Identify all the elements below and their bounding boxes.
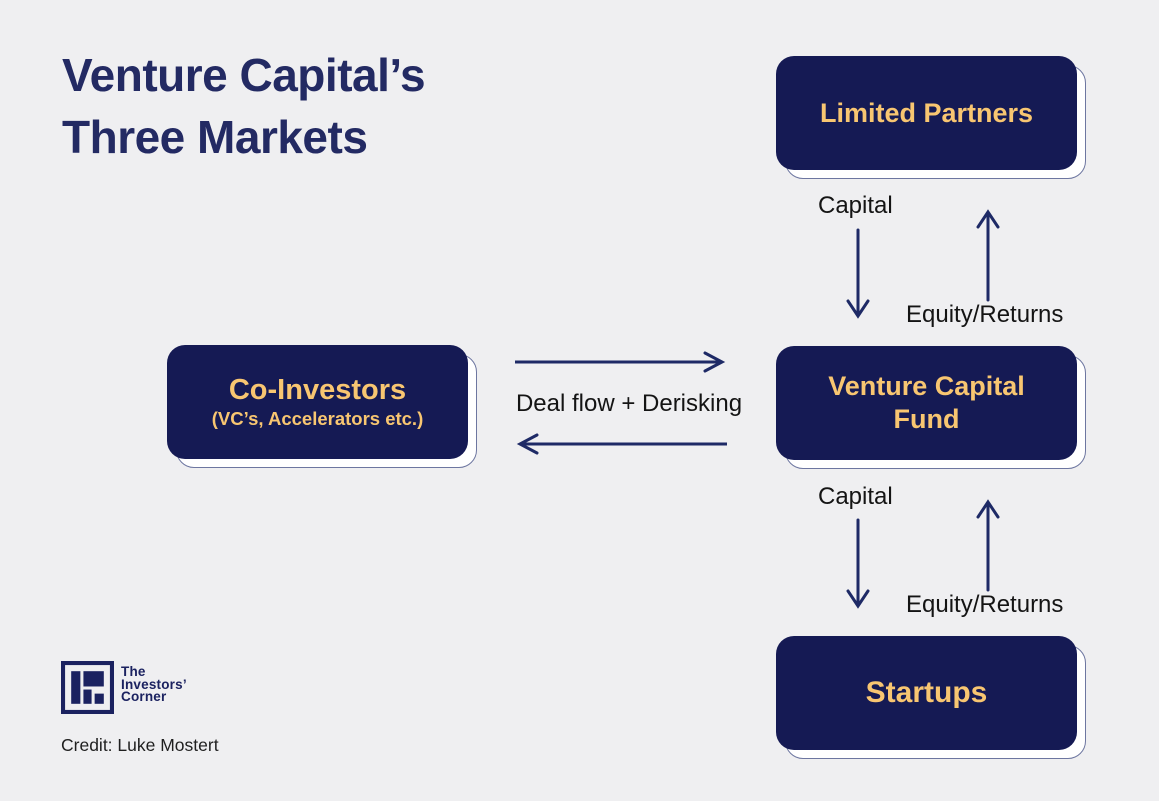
edge-label-capital-top: Capital <box>818 192 893 219</box>
credit-text: Credit: Luke Mostert <box>61 735 219 755</box>
arrow-down-capital-bottom-icon <box>846 518 870 609</box>
edge-label-equity-bottom: Equity/Returns <box>906 591 1064 618</box>
node-label-co-investors: Co-Investors <box>228 374 407 406</box>
node-startups: Startups <box>776 636 1086 759</box>
page-title-line1: Venture Capital’s <box>62 49 426 101</box>
node-body: Startups <box>776 636 1077 750</box>
arrow-up-equity-top-icon <box>976 209 1000 302</box>
node-co-investors: Co-Investors (VC’s, Accelerators etc.) <box>167 345 477 468</box>
node-label-vc-fund-line1: Venture Capital <box>828 371 1025 401</box>
brand-name-line3: Corner <box>121 689 167 704</box>
node-body: Limited Partners <box>776 56 1077 170</box>
node-body: Venture Capital Fund <box>776 346 1077 460</box>
page-title: Venture Capital’s Three Markets <box>62 44 426 168</box>
brand-logo-text: The Investors’ Corner <box>121 664 187 714</box>
node-body: Co-Investors (VC’s, Accelerators etc.) <box>167 345 468 459</box>
node-label-limited-partners: Limited Partners <box>819 97 1034 128</box>
page-title-line2: Three Markets <box>62 111 368 163</box>
node-label-vc-fund-line2: Fund <box>893 404 960 434</box>
node-label-startups: Startups <box>865 676 988 709</box>
brand-logo: The Investors’ Corner <box>61 661 187 714</box>
arrow-up-equity-bottom-icon <box>976 499 1000 592</box>
edge-label-capital-bottom: Capital <box>818 483 893 510</box>
arrow-down-capital-top-icon <box>846 228 870 319</box>
brand-name-line1: The <box>121 664 146 679</box>
edge-label-equity-top: Equity/Returns <box>906 301 1064 328</box>
node-limited-partners: Limited Partners <box>776 56 1086 179</box>
node-vc-fund: Venture Capital Fund <box>776 346 1086 469</box>
brand-name-line2: Investors’ <box>121 676 187 692</box>
arrow-right-dealflow-icon <box>515 351 726 373</box>
investors-corner-logo-icon <box>61 661 114 714</box>
edge-label-dealflow: Deal flow + Derisking <box>515 390 743 417</box>
node-sublabel-co-investors: (VC’s, Accelerators etc.) <box>211 408 424 429</box>
arrow-left-dealflow-icon <box>516 433 727 455</box>
